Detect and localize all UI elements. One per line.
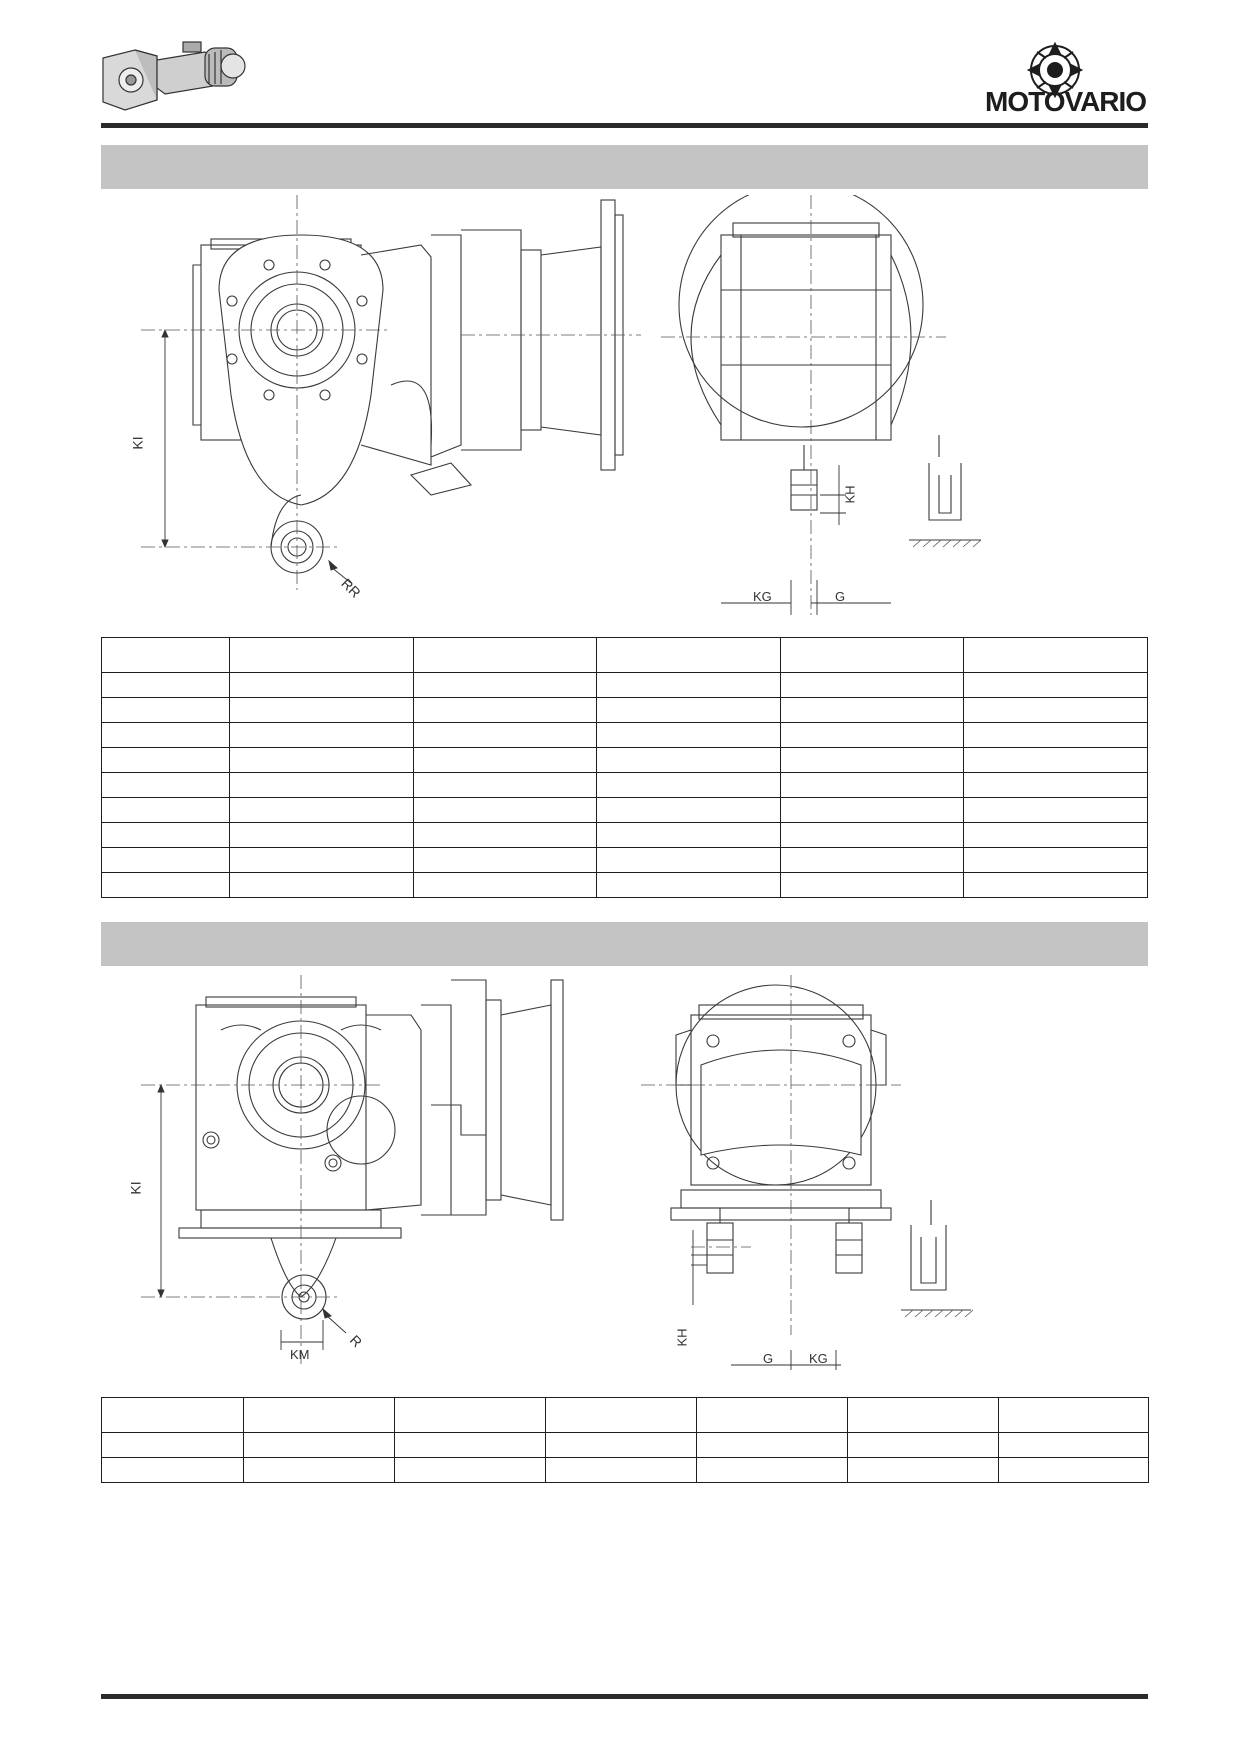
technical-drawing-torque-arm (141, 182, 982, 615)
motovario-emblem-icon (1026, 41, 1084, 99)
table-row (101, 1457, 1149, 1483)
table-row (100, 847, 1148, 873)
table-row (100, 797, 1148, 823)
dim-label-KI: KI (129, 436, 146, 450)
table-row (100, 822, 1148, 848)
brand-logo-text: MOTOVARIO (985, 86, 1147, 117)
gear-motor-thumbnail-icon (102, 41, 246, 111)
table-row (100, 872, 1148, 898)
table-header-row (101, 1397, 1149, 1433)
dimensions-table-1 (100, 637, 1148, 898)
table-row (100, 747, 1148, 773)
technical-drawing-foot-mount (141, 975, 974, 1370)
section-band-2 (101, 922, 1148, 966)
dim-label-G: G (763, 1351, 774, 1366)
dim-label-G: G (835, 589, 846, 604)
section-band-1 (101, 145, 1148, 189)
dim-label-KI: KI (127, 1181, 144, 1195)
dim-label-KH: KH (842, 485, 858, 504)
table-row (101, 1432, 1149, 1458)
dim-label-KG: KG (753, 589, 772, 604)
table-row (100, 697, 1148, 723)
dim-label-KH: KH (674, 1328, 690, 1347)
table-row (100, 722, 1148, 748)
table-header-row (100, 637, 1148, 673)
logo-emblem (1018, 40, 1092, 100)
dim-label-KG: KG (809, 1351, 828, 1366)
footer-rule (101, 1694, 1148, 1699)
table-row (100, 672, 1148, 698)
drawing-1: KI RR KH KG G (101, 182, 1148, 625)
header-rule (101, 123, 1148, 128)
product-thumbnail (95, 38, 250, 118)
dim-label-KM: KM (290, 1347, 310, 1362)
drawing-2: KI R KM KH G KG (101, 975, 1148, 1380)
table-row (100, 772, 1148, 798)
dimensions-table-2 (101, 1397, 1149, 1483)
